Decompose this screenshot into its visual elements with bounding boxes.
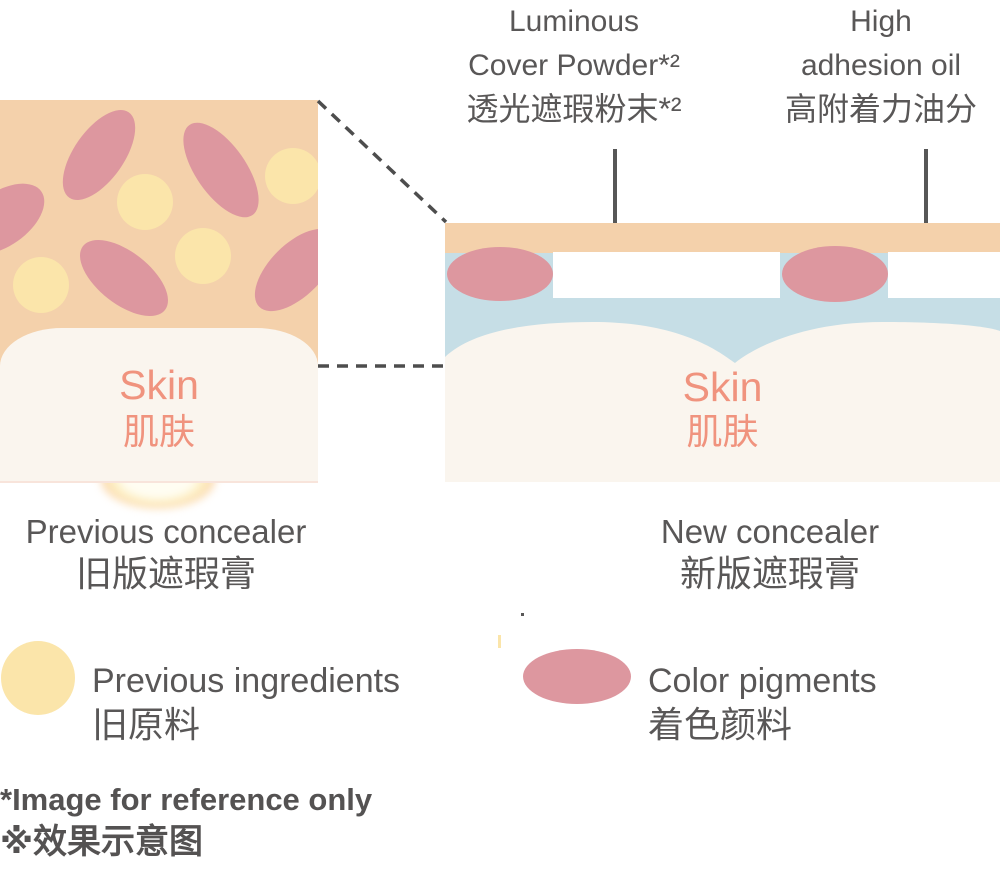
concealer-top-layer [445,223,1000,253]
footnote: *Image for reference only ※效果示意图 [0,779,372,863]
skin-label-zh: 肌肤 [686,411,759,452]
skin-surface [0,328,318,483]
legend-pigments-en: Color pigments [648,662,877,700]
legend-previous-en: Previous ingredients [92,662,401,700]
cover-powder-rect [553,252,780,298]
pigment-ellipse [447,247,553,301]
label-powder-zh: 透光遮瑕粉末*² [466,91,682,127]
previous-ingredient-circle [117,174,173,230]
legend-previous-ingredients-swatch [1,641,75,715]
skin-surface [445,322,1000,482]
label-powder-en-line1: Luminous [508,5,640,38]
previous-caption-en: Previous concealer [25,513,307,550]
powder-pointer-line [613,149,617,273]
legend-color-pigments-swatch [523,649,631,704]
label-powder-en-line2: Cover Powder*² [468,49,680,82]
previous-ingredient-circle [175,228,231,284]
legend-pigments-zh: 着色颜料 [648,704,793,745]
skin-label-en: Skin [682,364,763,410]
footnote-en: *Image for reference only [0,782,373,817]
label-oil-zh: 高附着力油分 [784,91,977,127]
new-caption-en: New concealer [660,513,880,550]
previous-ingredient-circle [265,148,318,204]
legend-color-pigments: Color pigments 着色颜料 [648,659,877,747]
previous-concealer-caption: Previous concealer 旧版遮瑕膏 [0,511,332,595]
cover-powder-rect [888,252,1000,298]
skin-label-zh: 肌肤 [122,411,195,452]
diagonal-dashed-line [316,99,448,224]
skin-label-en: Skin [119,362,199,408]
new-caption-zh: 新版遮瑕膏 [679,553,860,594]
label-oil-en-line2: adhesion oil [800,49,962,82]
label-luminous-cover-powder: Luminous Cover Powder*² 透光遮瑕粉末*² [420,0,728,130]
footnote-zh: ※效果示意图 [0,823,204,861]
label-high-adhesion-oil: High adhesion oil 高附着力油分 [756,0,1000,130]
legend-previous-zh: 旧原料 [92,704,201,745]
legend-previous-ingredients: Previous ingredients 旧原料 [92,659,400,747]
label-oil-en-line1: High [850,5,912,38]
dot-artifact [521,613,524,616]
previous-concealer-panel: Skin 肌肤 [0,100,318,483]
new-concealer-caption: New concealer 新版遮瑕膏 [590,511,950,595]
previous-ingredient-circle [13,257,69,313]
skin-surface-shape [445,322,1000,482]
previous-caption-zh: 旧版遮瑕膏 [75,553,256,594]
pigment-ellipse [782,246,888,302]
yellow-sliver-artifact [498,635,501,648]
new-concealer-panel: Skin 肌肤 [445,223,1000,482]
